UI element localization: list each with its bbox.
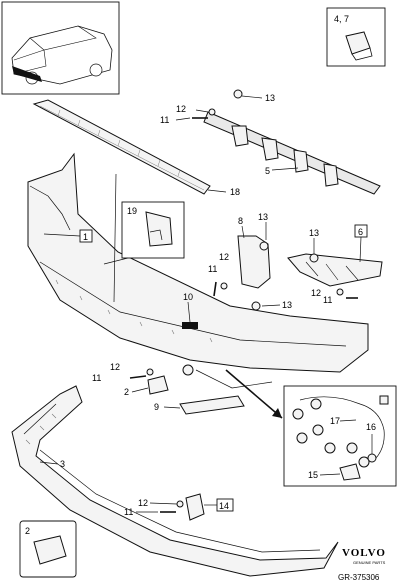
callout-8: 8 [238,216,243,226]
callout-12-top: 12 [176,104,186,114]
callout-5: 5 [265,166,270,176]
callout-11-bottom: 11 [124,507,133,517]
bumper-cover: 1 10 [27,152,369,389]
lower-diffuser: 3 [11,385,339,577]
clip-detail-box: 4, 7 [326,7,386,67]
reflector-strip: 9 [154,395,245,415]
tow-cover-detail-box: 2 [19,520,77,578]
callout-11-right: 11 [323,295,332,305]
volvo-logo: VOLVO [342,547,386,559]
genuine-parts-tagline: GENUINE PARTS [353,560,386,565]
callout-12-right: 12 [311,288,321,298]
diagram-code: GR-375306 [338,573,380,582]
volvo-branding: VOLVO GENUINE PARTS GR-375306 [338,547,386,582]
tow-eye-cover: 12 11 2 [92,362,194,397]
callout-11-left: 11 [92,373,101,383]
side-mount-bracket: 13 6 12 11 [287,224,383,305]
callout-13-mid: 13 [282,300,292,310]
callout-12-bottom: 12 [138,498,148,508]
callout-15: 15 [308,470,318,480]
callout-12-left: 12 [110,362,120,372]
callout-10: 10 [183,292,193,302]
callout-1: 1 [83,232,88,242]
callout-13-upper-mid: 13 [258,212,268,222]
callout-19: 19 [127,206,137,216]
callout-11-top: 11 [160,115,169,125]
scuff-plate: 18 [32,99,240,197]
callout-2-detail: 2 [25,526,30,536]
callout-6: 6 [358,227,363,237]
side-bracket: 13 8 13 12 11 [208,212,292,311]
parking-sensor-box: 17 16 15 [283,385,397,487]
bracket-detail-box: 19 [103,201,185,265]
callout-17: 17 [330,416,340,426]
callout-16: 16 [366,422,376,432]
callout-11-mid: 11 [208,264,217,274]
callout-13-top: 13 [265,93,275,103]
callout-9: 9 [154,402,159,412]
callout-18: 18 [230,187,240,197]
callout-3: 3 [60,459,65,469]
callout-2: 2 [124,387,129,397]
callout-13-right: 13 [309,228,319,238]
car-location-thumbnail [1,1,120,95]
callout-4-7: 4, 7 [334,14,349,24]
callout-14: 14 [219,501,229,511]
lower-bracket: 12 11 14 [124,493,234,521]
callout-12-mid: 12 [219,252,229,262]
upper-mounting-rail: 13 12 11 5 [160,89,381,195]
